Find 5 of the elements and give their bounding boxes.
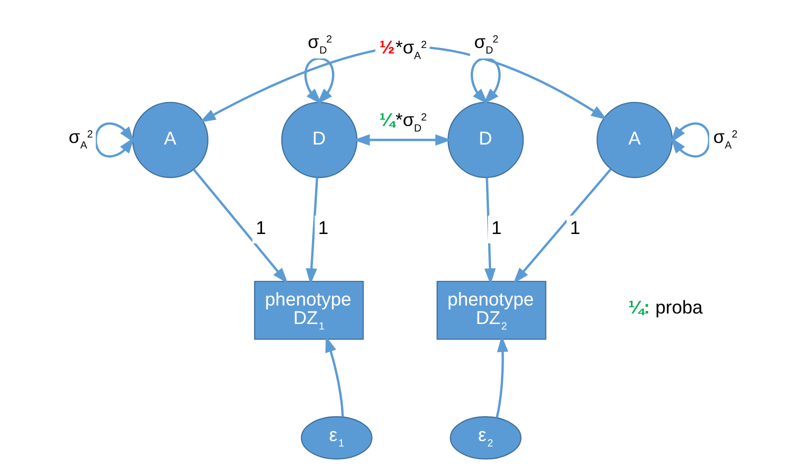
edge-label: 1: [256, 216, 266, 238]
edge-label: 1: [318, 216, 328, 238]
edge-label: 1: [570, 216, 580, 238]
edge-label: 1: [491, 216, 502, 238]
label: ¼: proba: [628, 296, 703, 318]
